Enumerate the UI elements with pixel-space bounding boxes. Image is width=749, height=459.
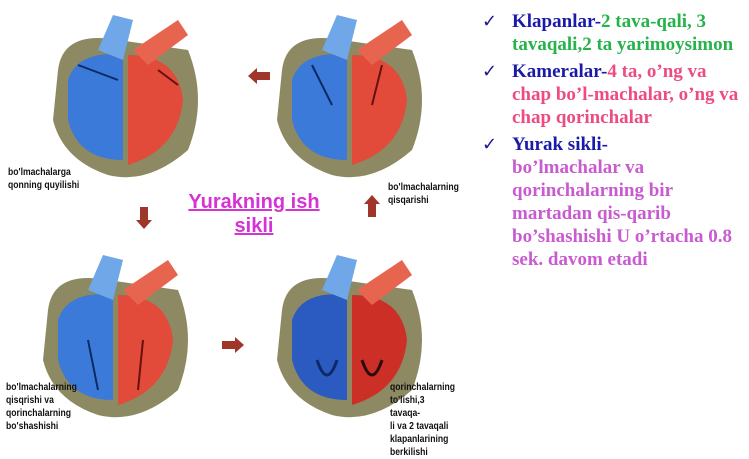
fact-key: Kameralar-	[512, 61, 607, 82]
checkmark-icon: ✓	[482, 133, 497, 156]
arrow-up-icon	[364, 195, 380, 217]
fact-text: bo’lmachalar va qorinchalarning bir mart…	[512, 157, 732, 270]
facts-list: ✓ Klapanlar-2 tava-qali, 3 tavaqali,2 ta…	[482, 10, 747, 275]
diagram-title-line-1: Yurakning ish	[164, 190, 344, 214]
fact-key: Yurak sikli-	[512, 134, 608, 155]
heart-cycle-diagram: Yurakning ish sikli bo'lmachalarga qonni…	[0, 0, 460, 448]
arrow-down-icon	[136, 207, 152, 229]
arrow-left-icon	[248, 68, 270, 84]
caption-top-left: bo'lmachalarga qonning quyilishi	[8, 166, 79, 192]
heart-illustration-atrial-systole	[262, 10, 437, 185]
caption-top-right: bo'lmachalarning qisqarishi	[388, 181, 459, 207]
checkmark-icon: ✓	[482, 10, 497, 33]
fact-valves: ✓ Klapanlar-2 tava-qali, 3 tavaqali,2 ta…	[482, 10, 747, 56]
fact-heart-cycle: ✓ Yurak sikli-bo’lmachalar va qorinchala…	[482, 133, 747, 271]
diagram-title: Yurakning ish sikli	[164, 190, 344, 238]
arrow-right-icon	[222, 337, 244, 353]
diagram-title-line-2: sikli	[164, 214, 344, 238]
fact-chambers: ✓ Kameralar-4 ta, o’ng va chap bo’l-mach…	[482, 60, 747, 129]
caption-bottom-right: qorinchalarning to'lishi,3 tavaqa- li va…	[390, 381, 455, 459]
fact-key: Klapanlar-	[512, 11, 601, 32]
heart-illustration-diastole-atria	[38, 10, 213, 185]
caption-bottom-left: bo'lmachalarning qisqrishi va qorinchala…	[6, 381, 77, 433]
checkmark-icon: ✓	[482, 60, 497, 83]
